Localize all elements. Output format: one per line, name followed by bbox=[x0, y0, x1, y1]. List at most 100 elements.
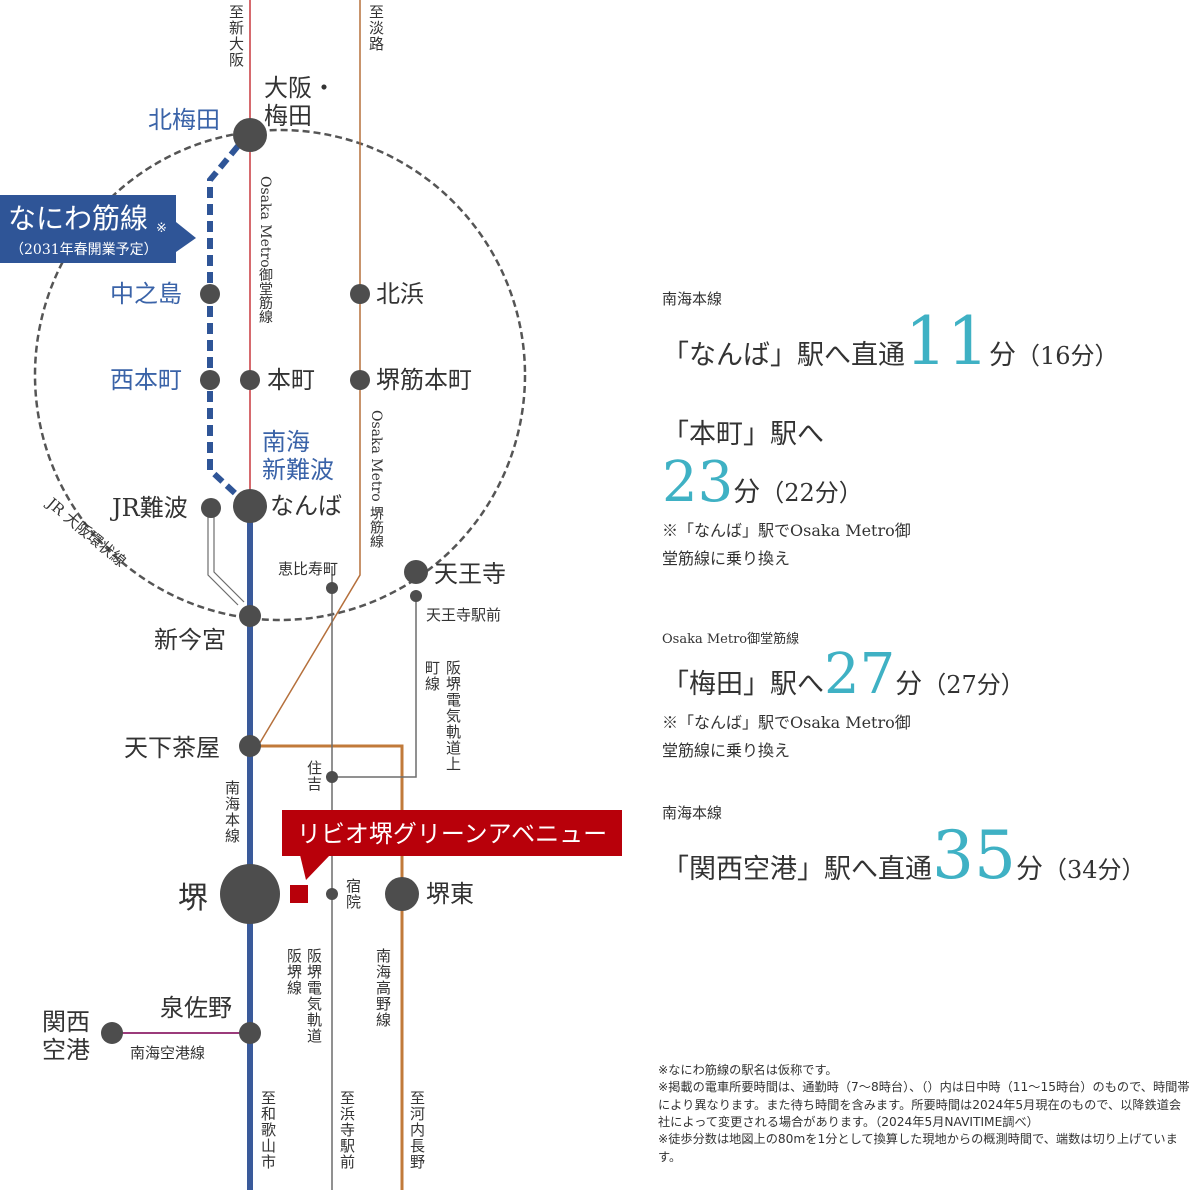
jr-namba-link-a bbox=[207, 510, 239, 606]
dir-wakayama: 至和歌山市 bbox=[259, 1090, 277, 1170]
station-nishihonmachi bbox=[200, 370, 220, 390]
route-kix: 南海本線 「関西空港」駅へ直通 35 分 （34分） bbox=[662, 802, 1146, 889]
label-nakanoshima: 中之島 bbox=[110, 280, 182, 308]
route-umeda-line: Osaka Metro御堂筋線 bbox=[662, 632, 800, 647]
label-kitaumeda: 北梅田 bbox=[148, 106, 220, 134]
route-namba-prefix: 「なんば」駅へ直通 bbox=[662, 340, 905, 371]
station-shin-imamiya bbox=[239, 605, 261, 627]
route-umeda-note1: ※「なんば」駅でOsaka Metro御 bbox=[662, 713, 911, 732]
station-ebisucho bbox=[326, 582, 338, 594]
route-kix-paren: （34分） bbox=[1042, 856, 1146, 884]
station-kitahama bbox=[350, 284, 370, 304]
route-honmachi-note2: 堂筋線に乗り換え bbox=[662, 549, 791, 568]
label-kansai-1: 関西 bbox=[42, 1008, 90, 1036]
route-kix-unit: 分 bbox=[1015, 854, 1043, 885]
label-nishihonmachi: 西本町 bbox=[110, 366, 182, 394]
label-sakai: 堺 bbox=[178, 881, 208, 916]
route-namba: 南海本線 「なんば」駅へ直通 11 分 （16分） bbox=[662, 288, 1119, 375]
route-umeda-note2: 堂筋線に乗り換え bbox=[662, 741, 791, 760]
label-jr-namba: JR難波 bbox=[109, 494, 188, 522]
route-kix-prefix: 「関西空港」駅へ直通 bbox=[662, 854, 932, 885]
label-hankai-b: 阪堺線 bbox=[285, 948, 303, 996]
station-honmachi bbox=[240, 370, 260, 390]
label-shukuin: 宿院 bbox=[344, 878, 362, 910]
property-callout bbox=[282, 810, 622, 856]
station-tennoji bbox=[404, 560, 428, 584]
route-umeda-minutes: 27 bbox=[824, 642, 896, 707]
label-kitahama: 北浜 bbox=[376, 280, 424, 308]
label-ebisucho: 恵比寿町 bbox=[278, 560, 338, 578]
label-tennoji: 天王寺 bbox=[434, 560, 506, 588]
property-marker bbox=[290, 885, 308, 903]
footnote-3: ※徒歩分数は地図上の80mを1分として換算した現地からの概測時間で、端数は切り上… bbox=[658, 1132, 1178, 1164]
naniwa-line bbox=[207, 144, 241, 499]
footnote-2: ※掲載の電車所要時間は、通勤時（7〜8時台）、（）内は日中時（11〜15時台）の… bbox=[658, 1080, 1190, 1129]
route-honmachi-unit: 分 bbox=[733, 477, 761, 508]
naniwa-note: （2031年春開業予定） bbox=[10, 242, 158, 258]
route-umeda-prefix: 「梅田」駅へ bbox=[662, 669, 824, 700]
label-midosuji-line: Osaka Metro御堂筋線 bbox=[257, 176, 273, 324]
station-osaka-umeda bbox=[233, 118, 267, 152]
naniwa-title: なにわ筋線 bbox=[8, 202, 148, 235]
station-jr-namba bbox=[201, 498, 221, 518]
route-namba-line: 南海本線 bbox=[662, 290, 723, 308]
jr-namba-link-b bbox=[213, 510, 245, 603]
label-sakaisuji-honmachi: 堺筋本町 bbox=[376, 366, 472, 394]
route-map: リビオ堺グリーンアベニュー なにわ筋線 ※ （2031年春開業予定） 北梅田 大… bbox=[0, 0, 622, 1190]
dir-awaji: 至淡路 bbox=[367, 4, 385, 52]
route-namba-minutes: 11 bbox=[905, 303, 989, 380]
route-kix-line: 南海本線 bbox=[662, 804, 723, 822]
label-nankai-main: 南海本線 bbox=[223, 780, 241, 844]
station-sumiyoshi bbox=[326, 771, 338, 783]
route-honmachi-note1: ※「なんば」駅でOsaka Metro御 bbox=[662, 521, 911, 540]
station-tengachaya bbox=[239, 735, 261, 757]
footnotes: ※なにわ筋線の駅名は仮称です。 ※掲載の電車所要時間は、通勤時（7〜8時台）、（… bbox=[658, 1062, 1193, 1166]
route-umeda-paren: （27分） bbox=[922, 671, 1025, 699]
route-honmachi-prefix: 「本町」駅へ bbox=[662, 419, 824, 450]
naniwa-mark: ※ bbox=[156, 221, 167, 236]
property-callout-tail bbox=[300, 855, 330, 880]
naniwa-label-arrow bbox=[176, 222, 196, 252]
label-tennoji-ekimae: 天王寺駅前 bbox=[426, 606, 501, 624]
label-kansai-2: 空港 bbox=[42, 1036, 90, 1064]
route-honmachi: 「本町」駅へ 23 分 （22分） ※「なんば」駅でOsaka Metro御 堂… bbox=[662, 412, 911, 573]
route-honmachi-minutes: 23 bbox=[662, 450, 734, 515]
route-umeda-unit: 分 bbox=[895, 669, 923, 700]
jr-loop-line bbox=[33, 128, 527, 622]
station-izumisano bbox=[239, 1022, 261, 1044]
label-uemachi-line: 阪堺電気軌道上町線 bbox=[423, 660, 462, 772]
label-sumiyoshi: 住吉 bbox=[305, 760, 323, 792]
uemachi-line bbox=[332, 596, 417, 778]
label-sakaihigashi: 堺東 bbox=[426, 880, 474, 908]
station-tennoji-ekimae bbox=[410, 590, 422, 602]
route-namba-paren: （16分） bbox=[1015, 342, 1119, 370]
route-namba-unit: 分 bbox=[988, 340, 1016, 371]
property-name: リビオ堺グリーンアベニュー bbox=[297, 820, 607, 848]
route-honmachi-paren: （22分） bbox=[760, 479, 863, 507]
label-osaka-umeda-2: 梅田 bbox=[264, 102, 312, 130]
route-kix-minutes: 35 bbox=[932, 817, 1016, 894]
naniwa-label-box bbox=[0, 195, 176, 263]
label-honmachi: 本町 bbox=[267, 366, 315, 394]
label-shin-imamiya: 新今宮 bbox=[154, 626, 226, 654]
label-nankai-2: 新難波 bbox=[262, 456, 334, 484]
label-namba: なんば bbox=[270, 492, 342, 520]
station-sakaihigashi bbox=[385, 877, 419, 911]
footnote-1: ※なにわ筋線の駅名は仮称です。 bbox=[658, 1063, 838, 1077]
label-sakaisuji-line: Osaka Metro 堺筋線 bbox=[368, 410, 384, 549]
station-sakaisuji-honmachi bbox=[350, 370, 370, 390]
label-koya-line: 南海高野線 bbox=[374, 948, 392, 1028]
dir-kawachinagano: 至河内長野 bbox=[408, 1090, 426, 1170]
station-nakanoshima bbox=[200, 284, 220, 304]
label-osaka-umeda-1: 大阪・ bbox=[264, 74, 336, 102]
sakaisuji-line bbox=[257, 0, 361, 747]
station-namba bbox=[233, 489, 267, 523]
route-umeda: Osaka Metro御堂筋線 「梅田」駅へ 27 分 （27分） ※「なんば」… bbox=[662, 628, 1025, 765]
label-nankai-1: 南海 bbox=[262, 428, 310, 456]
station-shukuin bbox=[326, 888, 338, 900]
dir-shin-osaka: 至新大阪 bbox=[227, 4, 245, 68]
label-hankai-a: 阪堺電気軌道 bbox=[305, 948, 323, 1044]
koya-line bbox=[250, 744, 404, 1190]
dir-hamadera: 至浜寺駅前 bbox=[338, 1090, 356, 1170]
label-izumisano: 泉佐野 bbox=[160, 994, 232, 1022]
